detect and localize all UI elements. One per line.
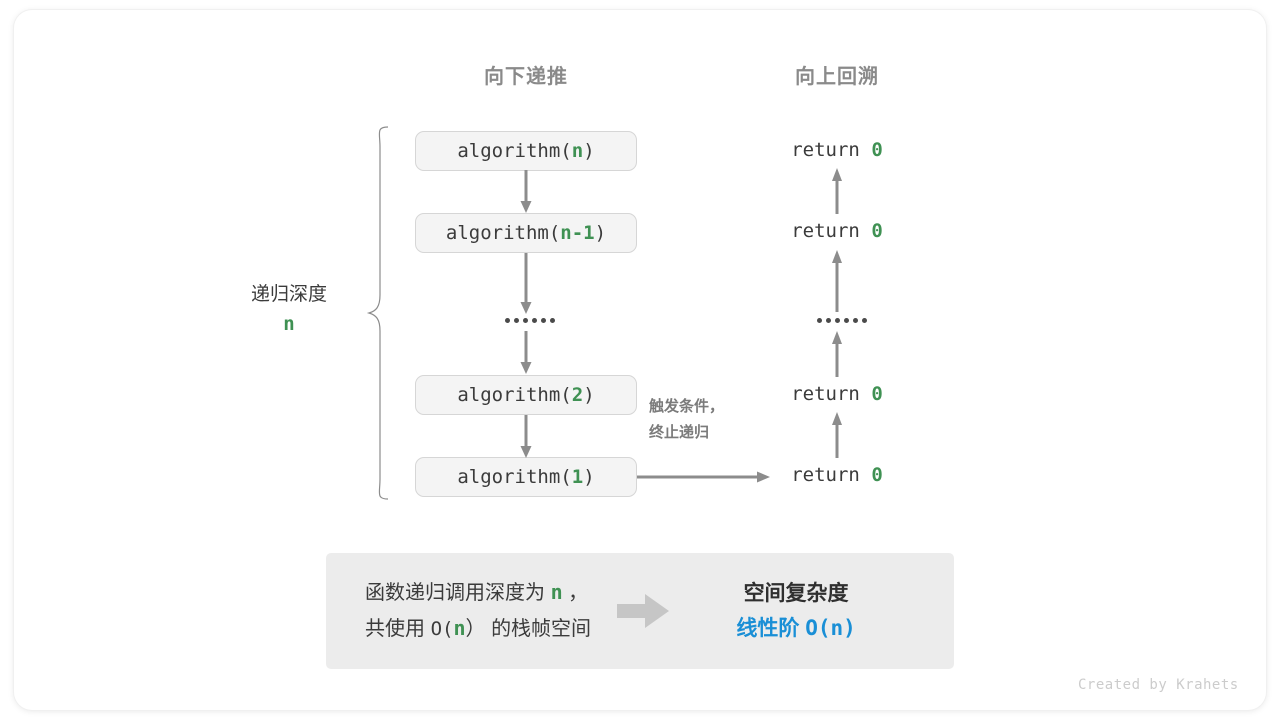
call-frame-prefix-1: algorithm( <box>445 222 561 244</box>
summary-line1-comma: ， <box>568 582 589 604</box>
down-arrow-icon-2 <box>520 331 532 374</box>
return-value-1: 0 <box>871 220 883 242</box>
return-keyword-4: return <box>791 464 860 486</box>
call-frame-suffix-1: ) <box>594 222 607 244</box>
summary-description-line2: 共使用 O(n） 的栈帧空间 <box>365 611 591 647</box>
depth-brace-icon <box>366 126 389 500</box>
summary-line2-text-a: 共使用 <box>365 618 425 640</box>
diagram-card: 向下递推 向上回溯 递归深度 n algorithm(n) algorithm(… <box>14 10 1266 710</box>
summary-line2-n: n <box>453 616 466 640</box>
base-case-note-line1: 触发条件， <box>649 398 725 415</box>
up-arrow-icon-2 <box>832 331 842 377</box>
down-arrow-icon-0 <box>520 170 532 213</box>
summary-result-order: 线性阶 <box>736 616 800 640</box>
summary-result-bigo: O(n) <box>805 615 856 640</box>
call-frame-suffix-3: ) <box>583 384 595 406</box>
down-arrow-icon-3 <box>520 415 532 458</box>
column-header-upward: 向上回溯 <box>795 66 879 88</box>
return-keyword-1: return <box>791 220 860 242</box>
up-arrow-icon-1 <box>832 250 842 312</box>
base-case-arrow-icon <box>637 471 770 483</box>
up-arrow-icon-3 <box>832 412 842 458</box>
return-line-4: return 0 <box>727 464 947 486</box>
call-frame-prefix-0: algorithm( <box>457 140 572 162</box>
return-ellipsis-icon <box>817 318 867 323</box>
summary-line1-text: 函数递归调用深度为 <box>365 582 545 604</box>
return-keyword-0: return <box>791 139 860 161</box>
base-case-note-line2: 终止递归 <box>649 424 710 441</box>
recursion-depth-value: n <box>283 313 295 335</box>
down-arrow-icon-1 <box>520 253 532 314</box>
return-line-3: return 0 <box>727 383 947 405</box>
column-header-downward: 向下递推 <box>484 66 568 88</box>
call-frame-arg-4: 1 <box>571 466 584 488</box>
recursion-depth-text: 递归深度 <box>250 284 327 305</box>
summary-result-title: 空间复杂度 <box>743 581 849 605</box>
call-frame-arg-0: n <box>571 140 584 162</box>
return-keyword-3: return <box>791 383 860 405</box>
summary-line2-bigo: O( <box>430 618 454 640</box>
summary-line2-text-b: 的栈帧空间 <box>491 618 592 640</box>
call-frame-box-1[interactable]: algorithm(n-1) <box>415 213 637 253</box>
summary-description: 函数递归调用深度为 n ， 共使用 O(n） 的栈帧空间 <box>365 575 591 647</box>
summary-line1-n: n <box>550 580 563 604</box>
base-case-note: 触发条件， 终止递归 <box>649 394 724 446</box>
call-frame-suffix-0: ) <box>583 140 595 162</box>
summary-result-value: 线性阶 O(n) <box>701 611 891 646</box>
call-frame-suffix-4: ) <box>583 466 595 488</box>
call-frame-arg-1: n-1 <box>560 222 595 244</box>
call-frame-prefix-4: algorithm( <box>457 466 572 488</box>
call-frame-box-4[interactable]: algorithm(1) <box>415 457 637 497</box>
call-frame-arg-3: 2 <box>571 384 584 406</box>
return-line-1: return 0 <box>727 220 947 242</box>
call-frame-box-3[interactable]: algorithm(2) <box>415 375 637 415</box>
return-line-0: return 0 <box>727 139 947 161</box>
footer-credit: Created by Krahets <box>1078 677 1239 693</box>
up-arrow-icon-0 <box>832 168 842 214</box>
summary-line2-paren: ） <box>465 618 486 640</box>
call-frame-prefix-3: algorithm( <box>457 384 572 406</box>
implies-arrow-icon <box>617 594 670 628</box>
return-value-3: 0 <box>871 383 883 405</box>
return-value-4: 0 <box>871 464 883 486</box>
diagram-stage: 向下递推 向上回溯 递归深度 n algorithm(n) algorithm(… <box>14 10 1266 710</box>
summary-result: 空间复杂度 线性阶 O(n) <box>701 577 891 646</box>
summary-description-line1: 函数递归调用深度为 n ， <box>365 575 591 611</box>
summary-panel: 函数递归调用深度为 n ， 共使用 O(n） 的栈帧空间 空间复杂度 线性阶 O… <box>326 553 954 669</box>
call-frame-box-0[interactable]: algorithm(n) <box>415 131 637 171</box>
recursion-depth-label: 递归深度 n <box>224 281 354 339</box>
return-value-0: 0 <box>871 139 883 161</box>
call-stack-ellipsis-icon <box>505 318 555 323</box>
